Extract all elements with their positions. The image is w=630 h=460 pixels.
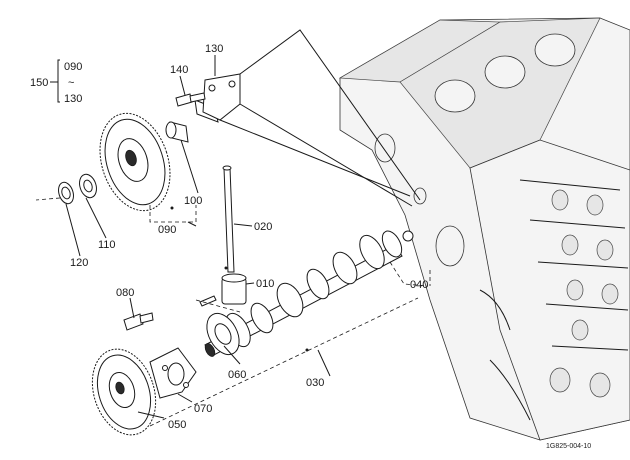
- callout-110: 110: [98, 239, 116, 251]
- callout-020: 020: [254, 221, 272, 233]
- callout-010: 010: [256, 278, 274, 290]
- callout-030: 030: [306, 377, 324, 389]
- idler-shaft-bolt: [175, 92, 206, 107]
- callout-150: 150: [30, 77, 48, 89]
- callout-040: 040: [410, 279, 428, 291]
- callout-130-range-end: 130: [64, 93, 82, 105]
- callout-140: 140: [170, 64, 188, 76]
- idler-gear-bushing: [165, 121, 189, 143]
- callout-060: 060: [228, 369, 246, 381]
- cam-gear: [91, 348, 157, 436]
- callout-050: 050: [168, 419, 186, 431]
- callout-070: 070: [194, 403, 212, 415]
- woodruff-key: [199, 295, 217, 307]
- idler-gear-shaft: [194, 73, 241, 123]
- callout-130: 130: [205, 43, 223, 55]
- callout-120: 120: [70, 257, 88, 269]
- callout-100: 100: [184, 195, 202, 207]
- callout-090-range-start: 090: [64, 61, 82, 73]
- callout-range-tilde: ~: [68, 77, 74, 89]
- leader-lines: [35, 29, 431, 427]
- push-rod: [222, 165, 235, 273]
- engine-block: [338, 17, 630, 441]
- callout-labels: 150 090 ~ 130 130 140 100 090 110 120 02…: [30, 43, 591, 450]
- tappet: [221, 273, 247, 305]
- callout-090: 090: [158, 224, 176, 236]
- callout-080: 080: [116, 287, 134, 299]
- drawing-reference-number: 1G825-004-10: [546, 443, 591, 450]
- idler-thrust-collar: [79, 173, 97, 199]
- idler-circlip: [58, 181, 74, 205]
- camshaft-o-ring: [402, 230, 414, 242]
- camshaft-stopper: [206, 312, 240, 356]
- camshaft-thrust-plate: [149, 347, 197, 399]
- idler-gear: [99, 112, 171, 212]
- thrust-plate-bolt: [123, 312, 154, 331]
